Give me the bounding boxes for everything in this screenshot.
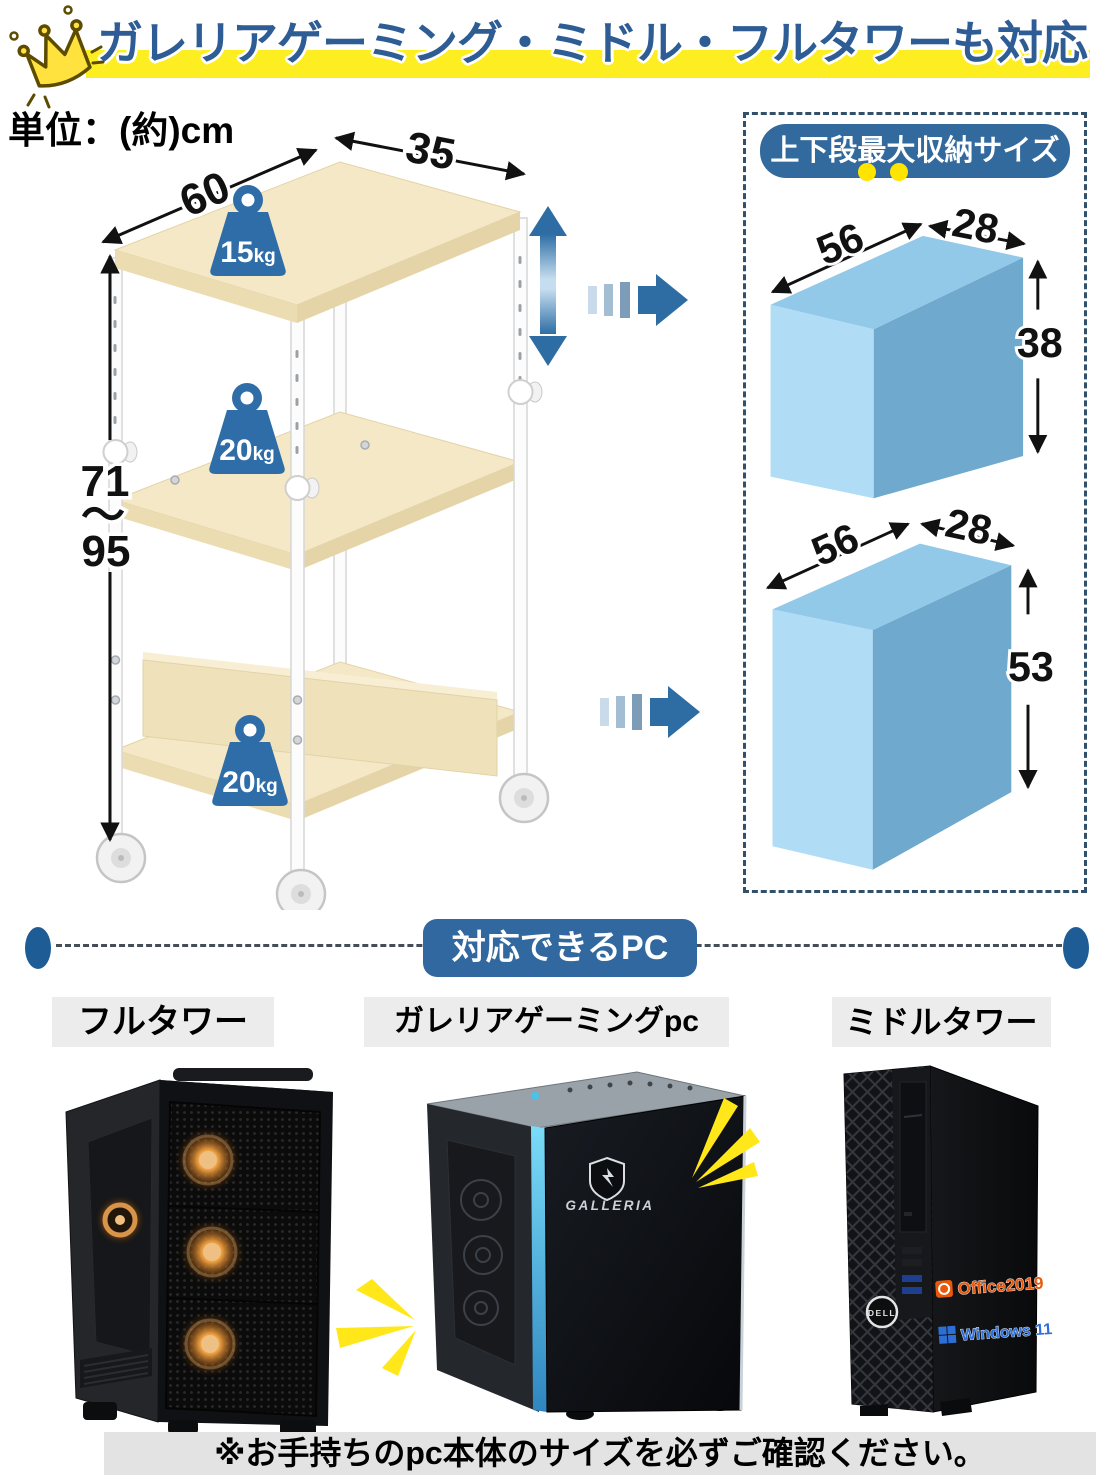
spark-accent-icon (692, 1098, 760, 1188)
led-strip (531, 1126, 547, 1412)
cart-height-max-label: 95 (82, 527, 131, 576)
emphasis-dot (858, 163, 876, 181)
pc-label-mid-tower: ミドルタワー (832, 997, 1051, 1047)
load-bottom-unit: kg (256, 776, 278, 797)
leg-adjust-holes (113, 256, 522, 454)
footer-note: ※お手持ちのpc本体のサイズを必ずご確認ください。 (104, 1432, 1096, 1475)
cart-depth-label: 35 (402, 122, 459, 179)
kettlebell-weight-icon-bottom: 20kg (212, 715, 288, 806)
full-tower-pc-image (65, 1068, 333, 1436)
height-adjust-arrow-icon (529, 206, 567, 366)
crown-icon (9, 5, 105, 109)
load-top-value: 15 (220, 236, 253, 269)
power-led (531, 1092, 539, 1100)
pc-label-galleria: ガレリアゲーミングpc (364, 997, 729, 1047)
upper-box-height-label: 38 (1017, 320, 1063, 366)
usb-ports (902, 1247, 922, 1294)
load-mid-unit: kg (253, 444, 275, 465)
spark-accent-icon (336, 1279, 416, 1376)
cart-height-min-label: 71 (81, 457, 130, 506)
cart-diagram: 15kg 20kg 20kg 60 35 71 〜 95 (77, 119, 567, 910)
upper-storage-box-diagram: 56 28 38 (770, 196, 1066, 499)
storage-size-panel: 上下段最大収納サイズ 56 28 38 56 28 53 (743, 112, 1087, 893)
banner-title: ガレリアゲーミング・ミドル・フルタワーも対応 (97, 17, 1088, 69)
emphasis-dot (890, 163, 908, 181)
pc-label-full-tower: フルタワー (52, 997, 274, 1047)
divider-end-dot-right (1063, 927, 1089, 969)
optical-drive (899, 1081, 927, 1233)
cart-height-tilde: 〜 (81, 491, 125, 540)
kettlebell-weight-icon-middle: 20kg (209, 383, 285, 474)
flow-arrow-right-icon (588, 274, 688, 326)
storage-panel-title: 上下段最大収納サイズ (760, 124, 1070, 178)
svg-text:20kg: 20kg (222, 766, 278, 799)
lower-box-depth-label: 28 (941, 500, 995, 555)
leg-clamp-knobs (102, 379, 543, 501)
galleria-pc-image: GALLERIA (426, 1071, 747, 1420)
units-note: 単位：(約)cm (8, 110, 235, 151)
top-ports (567, 1080, 693, 1093)
glow-fans (174, 1126, 246, 1378)
svg-text:20kg: 20kg (219, 434, 275, 467)
compat-section-badge: 対応できるPC (423, 919, 697, 977)
dell-brand-text: DELL (868, 1308, 896, 1318)
galleria-shield-logo-icon (589, 1156, 625, 1202)
cart-right-leg (513, 217, 528, 791)
dell-logo-icon: DELL (865, 1295, 899, 1329)
load-bottom-value: 20 (222, 766, 255, 799)
load-mid-value: 20 (219, 434, 252, 467)
upper-box-depth-label: 28 (949, 199, 1003, 253)
lower-box-height-label: 53 (1008, 644, 1054, 690)
caster-wheels (95, 772, 550, 910)
side-window-fans (460, 1179, 503, 1326)
cart-back-panel (142, 652, 498, 777)
load-top-unit: kg (254, 246, 276, 267)
divider-end-dot-left (25, 927, 51, 969)
flow-arrow-right-icon (600, 686, 700, 738)
mid-tower-pc-image: DELL Office2019 Windows 11 (843, 1065, 1053, 1416)
lower-storage-box-diagram: 56 28 53 (765, 497, 1057, 870)
banner-highlight-band (86, 50, 1090, 78)
galleria-logo-text: GALLERIA (566, 1198, 655, 1213)
